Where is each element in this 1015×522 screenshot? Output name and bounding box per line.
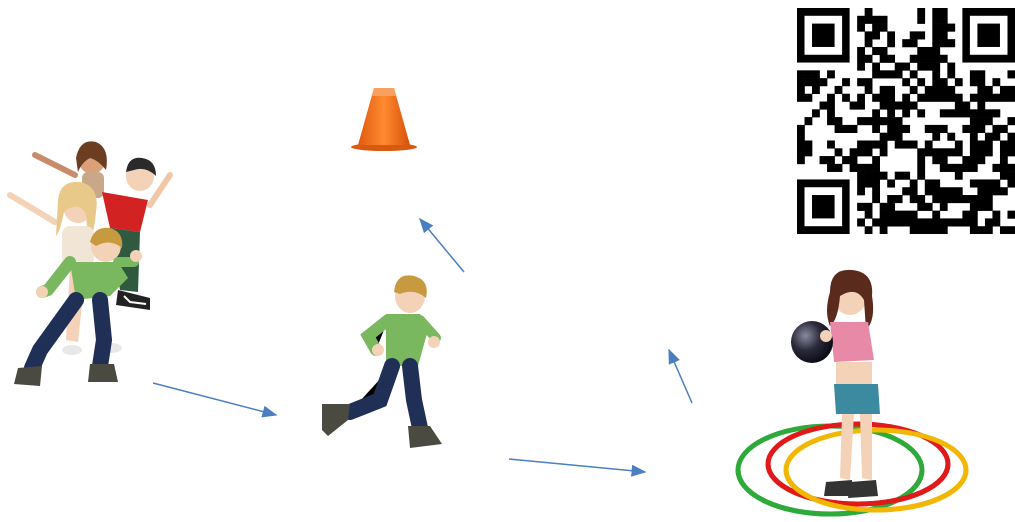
arrow-to-runner	[153, 383, 276, 415]
girl-with-ball-figure	[791, 270, 880, 498]
qr-code-graphic	[797, 8, 1015, 234]
running-child-figure	[322, 275, 442, 448]
waiting-group-figures	[10, 141, 170, 386]
arrow-to-cone	[420, 219, 464, 272]
qr-code-icon[interactable]	[797, 8, 1015, 234]
qr-finder-square	[812, 24, 835, 47]
qr-finder-square	[977, 24, 1000, 47]
arrow-to-hoops	[509, 459, 645, 472]
arrow-from-hoops	[669, 350, 692, 403]
traffic-cone-icon	[351, 88, 417, 151]
qr-finder-square	[812, 195, 835, 218]
ball-icon	[791, 321, 833, 363]
